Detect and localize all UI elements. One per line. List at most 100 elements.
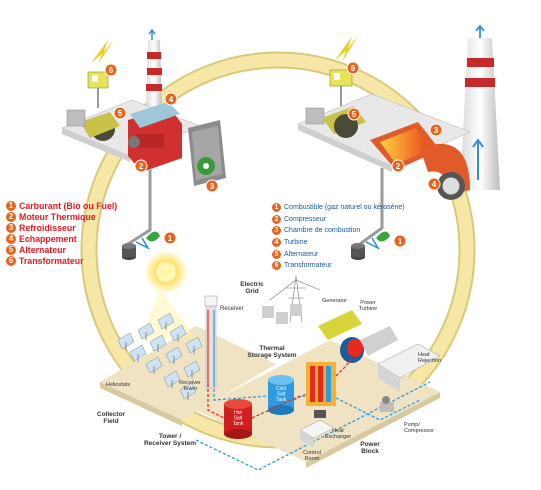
left-marker-6 — [104, 63, 118, 77]
legend-left-label: Transformateur — [19, 255, 84, 266]
legend-left-label: Carburant (Bio ou Fuel) — [19, 200, 118, 211]
legend-left-number-badge: 4 — [6, 233, 16, 244]
legend-right-number-badge: 5 — [272, 249, 281, 259]
legend-right-label: Combustible (gaz naturel ou kérosène) — [284, 204, 405, 212]
pump-compressor — [380, 396, 394, 412]
legend-right-label: Chambre de combustion — [284, 227, 361, 235]
hot-salt-tank — [224, 399, 252, 439]
legend-right-label: Transformateur — [284, 262, 332, 270]
solar-label-tower-receiver-system: Tower /Receiver System — [144, 433, 196, 447]
right-marker-1 — [393, 234, 407, 248]
right-marker-5 — [347, 107, 361, 121]
control-room — [299, 419, 335, 448]
heliostat-mirror — [179, 382, 197, 400]
fuel-tank-icon — [122, 243, 136, 260]
right-marker-label: 3 — [434, 126, 439, 135]
electric-grid-pylon — [269, 275, 321, 323]
salt-pipes — [195, 357, 431, 471]
heliostat-mirror — [163, 370, 181, 388]
heliostat-mirror — [129, 344, 147, 362]
right-marker-label: 1 — [398, 237, 403, 246]
left-marker-2 — [134, 159, 148, 173]
leaf-icon — [376, 231, 390, 242]
legend-left-number-badge: 3 — [6, 222, 16, 233]
solar-label-generator: Generator — [322, 298, 347, 304]
legend-left-label: Moteur Thermique — [19, 211, 96, 222]
right-marker-6 — [346, 61, 360, 75]
left-marker-label: 5 — [118, 109, 123, 118]
right-marker-label: 2 — [396, 162, 401, 171]
legend-left-label: Alternateur — [19, 244, 66, 255]
right-marker-label: 5 — [352, 110, 357, 119]
fuel-tank-icon — [351, 243, 365, 260]
generator-turbine — [318, 310, 398, 363]
diesel-generator-plant — [61, 28, 226, 260]
legend-right-label: Turbine — [284, 239, 308, 247]
solar-label-heliostats: Heliostats — [106, 382, 130, 388]
radiator — [188, 120, 226, 186]
right-marker-label: 6 — [351, 64, 356, 73]
left-marker-5 — [113, 106, 127, 120]
legend-right-label: Alternateur — [284, 250, 319, 258]
legend-left-label: Refroidisseur — [19, 222, 76, 233]
gas-turbine — [370, 122, 470, 200]
left-marker-4 — [164, 92, 178, 106]
cold-salt-tank — [268, 375, 294, 415]
left-marker-label: 6 — [109, 66, 114, 75]
legend-left-number-badge: 5 — [6, 244, 16, 255]
heliostat-mirror — [165, 346, 183, 364]
right-marker-4 — [427, 177, 441, 191]
solar-label-pump-compressor: Pump/Compressor — [404, 422, 434, 434]
heat-exchanger — [306, 362, 336, 418]
thermal-engine — [128, 102, 182, 172]
heliostat-mirror — [145, 356, 163, 374]
legend-right-number-badge: 6 — [272, 261, 281, 271]
electricity-bolt-icon — [91, 40, 114, 64]
right-marker-2 — [391, 159, 405, 173]
legend-left-label: Echappement — [19, 233, 77, 244]
heliostat-mirror — [185, 336, 203, 354]
solar-tower-plant — [100, 250, 441, 471]
alternator — [66, 109, 120, 141]
legend-right-number-badge: 3 — [272, 226, 281, 236]
solar-label-receiver: Receiver — [220, 306, 244, 312]
heliostat-mirror — [137, 322, 155, 340]
left-marker-3 — [205, 179, 219, 193]
gas-turbine-plant — [297, 24, 500, 260]
legend-left-number-badge: 1 — [6, 200, 16, 211]
legend-left-number-badge: 2 — [6, 211, 16, 222]
heliostat-mirror — [183, 360, 201, 378]
legend-right-label: Compresseur — [284, 215, 327, 223]
electricity-bolt-icon — [335, 36, 358, 62]
legend-right-number-badge: 1 — [272, 203, 281, 213]
heliostat-mirror — [157, 312, 175, 330]
left-marker-label: 1 — [168, 234, 173, 243]
substation — [262, 304, 302, 324]
heat-rejection-unit — [377, 343, 441, 392]
